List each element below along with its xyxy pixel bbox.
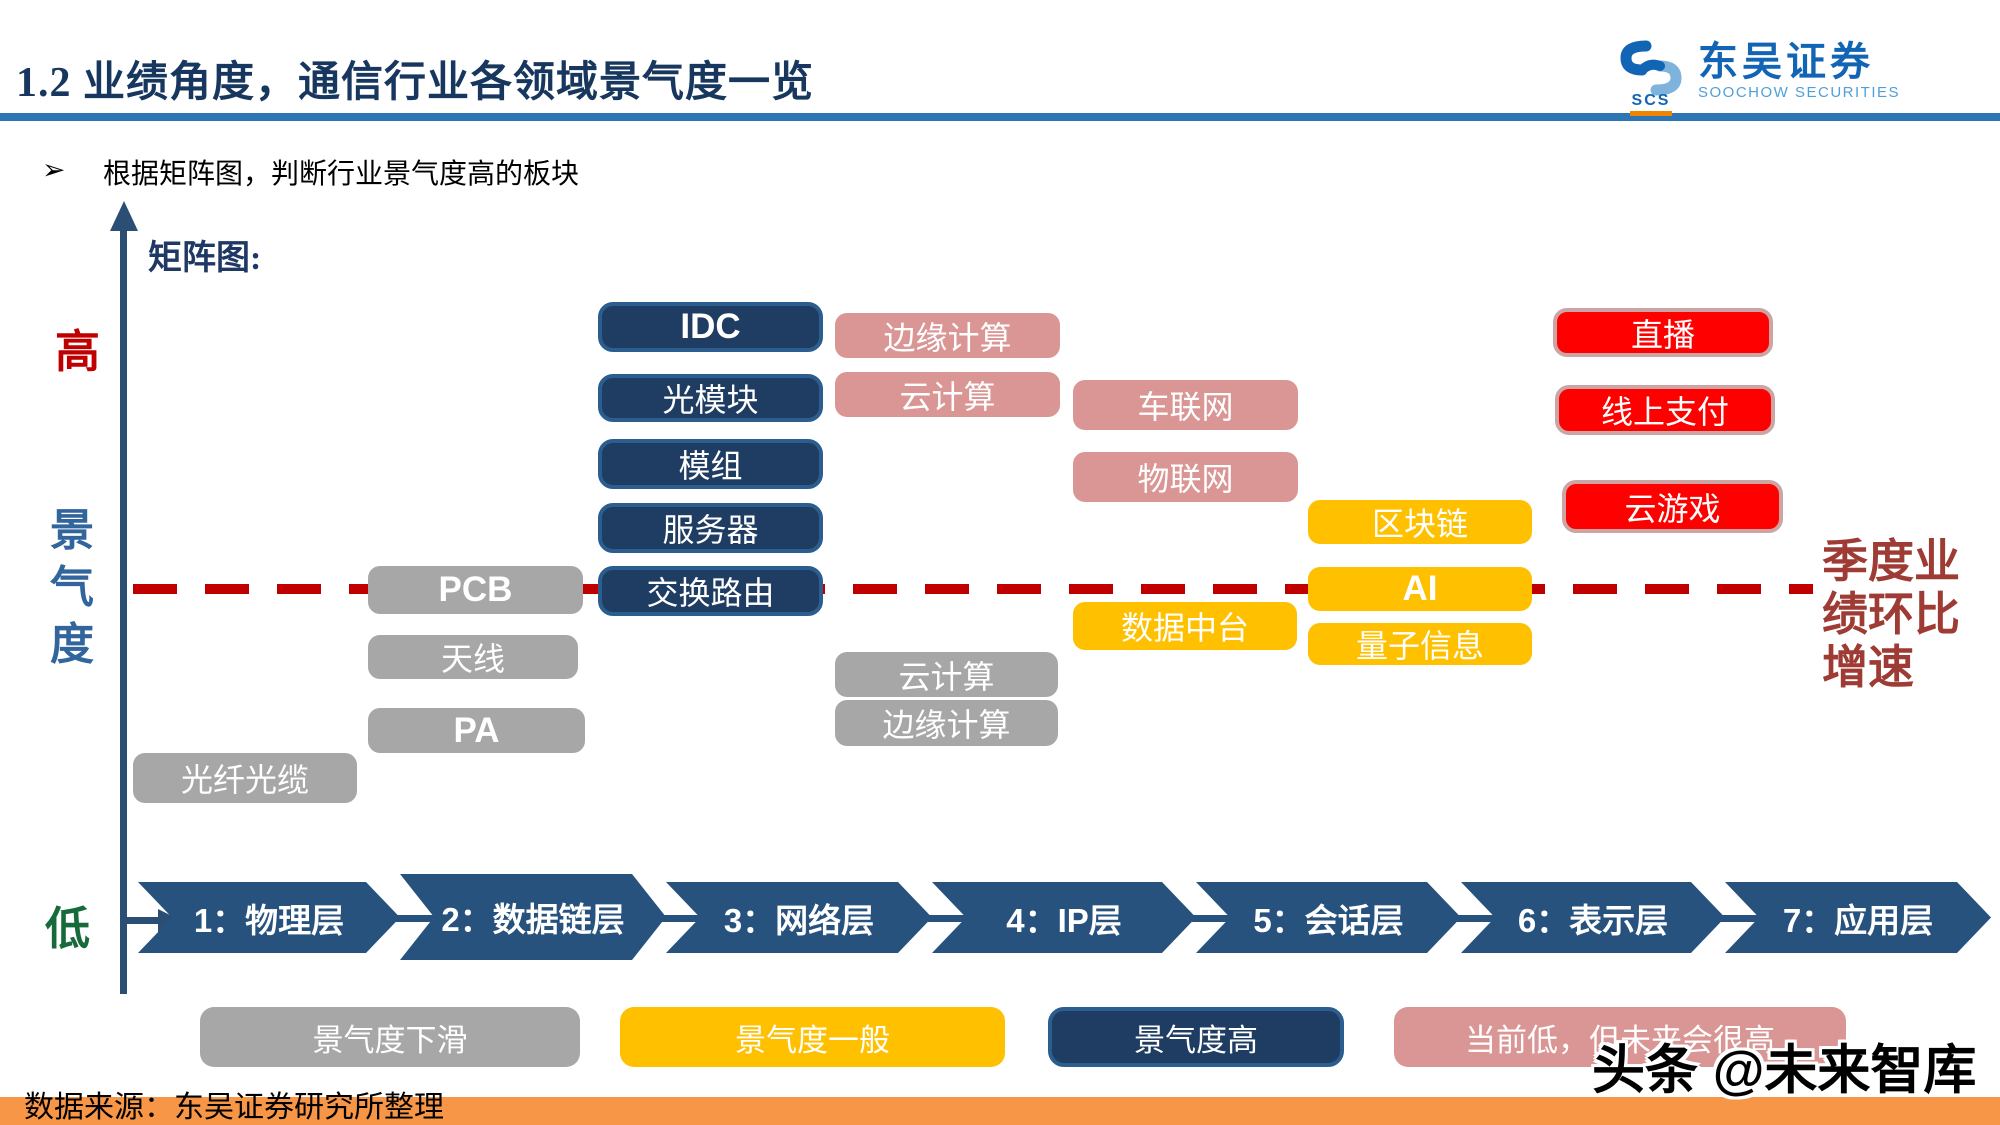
page-title: 1.2 业绩角度，通信行业各领域景气度一览 [16,60,815,106]
soochow-securities-logo: SCS 东吴证券 SOOCHOW SECURITIES [1616,40,1900,116]
logo-name-cn: 东吴证券 [1698,40,1874,84]
logo-mark: SCS [1616,40,1686,116]
matrix-box-online-payment: 线上支付 [1555,385,1775,435]
matrix-box-cloud-computing-low: 云计算 [835,652,1058,697]
logo-abbr: SCS [1629,92,1673,116]
watermark-text: 头条 @未来智库 [1592,1041,1977,1100]
osi-layer-7-application: 7：应用层 [1725,882,1991,953]
matrix-box-edge-computing-high: 边缘计算 [835,313,1060,358]
matrix-box-internet-of-things: 物联网 [1073,452,1298,502]
matrix-box-optical-module: 光模块 [598,374,823,422]
arrow-connector [1721,915,1761,922]
matrix-box-internet-of-vehicles: 车联网 [1073,380,1298,430]
matrix-box-data-platform: 数据中台 [1073,602,1297,650]
matrix-box-fiber-cable: 光纤光缆 [133,753,357,803]
osi-layer-4-ip: 4：IP层 [932,882,1196,953]
osi-layer-6-presentation: 6：表示层 [1461,882,1725,953]
matrix-box-cloud-computing-high: 云计算 [835,372,1060,417]
arrow-connector [662,915,702,922]
footer-orange-bar [0,1097,2000,1125]
matrix-box-blockchain: 区块链 [1308,500,1532,544]
x-axis-tick [126,917,166,924]
bullet-text: 根据矩阵图，判断行业景气度高的板块 [103,159,580,190]
legend-declining: 景气度下滑 [200,1007,580,1067]
header-divider [0,113,2000,121]
matrix-box-cloud-gaming: 云游戏 [1562,480,1783,533]
legend-high: 景气度高 [1048,1007,1344,1067]
matrix-box-antenna: 天线 [368,635,578,679]
arrow-connector [396,915,436,922]
legend-average: 景气度一般 [620,1007,1005,1067]
matrix-box-pa: PA [368,708,585,753]
osi-layer-5-session: 5：会话层 [1196,882,1461,953]
y-axis-line [120,228,127,994]
matrix-box-edge-computing-low: 边缘计算 [835,700,1058,746]
threshold-dashed-line [133,584,1813,594]
arrow-connector [928,915,968,922]
axis-label-prosperity: 景气度 [50,506,94,669]
y-axis-arrowhead-icon [110,201,138,231]
arrow-connector [1457,915,1497,922]
threshold-label: 季度业绩环比增速 [1822,536,1960,693]
matrix-box-module: 模组 [598,439,823,489]
logo-name-en: SOOCHOW SECURITIES [1698,84,1901,101]
legend-low-now-high-future: 当前低，但未来会很高 [1394,1007,1846,1067]
logo-knot-icon [1620,40,1682,96]
axis-label-low: 低 [45,904,91,954]
matrix-title: 矩阵图: [148,240,262,277]
matrix-box-pcb: PCB [368,566,583,614]
matrix-box-quantum-info: 量子信息 [1308,623,1532,665]
osi-layer-1-physical: 1：物理层 [138,882,400,953]
matrix-box-server: 服务器 [598,503,823,553]
matrix-box-livestream: 直播 [1553,308,1773,357]
bullet-arrow-icon: ➢ [42,154,66,185]
matrix-box-switch-router: 交换路由 [598,566,823,616]
arrow-connector [1192,915,1232,922]
osi-layer-2-datalink: 2：数据链层 [400,874,666,960]
data-source-text: 数据来源：东吴证券研究所整理 [24,1091,444,1124]
matrix-box-idc: IDC [598,302,823,352]
matrix-box-ai: AI [1308,567,1532,611]
osi-layer-3-network: 3：网络层 [666,882,932,953]
logo-text: 东吴证券 SOOCHOW SECURITIES [1698,40,1900,101]
axis-label-high: 高 [55,327,101,377]
